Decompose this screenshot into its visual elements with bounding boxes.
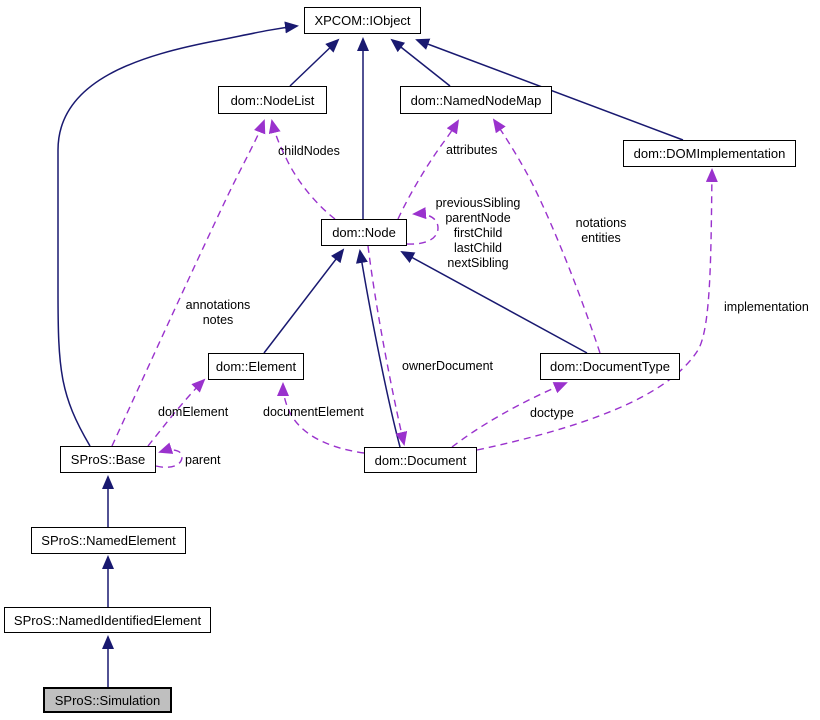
edge-label-ownerdocument: ownerDocument [402, 359, 494, 373]
edge-label-node-self-loop: previousSibling parentNode firstChild la… [435, 196, 521, 270]
edge-label-parent: parent [185, 453, 221, 467]
class-box-dom-documenttype[interactable]: dom::DocumentType [540, 353, 680, 380]
class-box-spros-base[interactable]: SProS::Base [60, 446, 156, 473]
class-box-spros-namedelement[interactable]: SProS::NamedElement [31, 527, 186, 554]
edge-label-notations-entities: notations entities [575, 216, 627, 245]
edge-label-attributes: attributes [446, 143, 498, 157]
edge-domelement [147, 378, 206, 447]
class-box-dom-document[interactable]: dom::Document [364, 447, 477, 473]
edge-notations-entities [492, 118, 601, 354]
edge-implementation [476, 168, 718, 451]
edge-label-documentelement: documentElement [263, 405, 364, 419]
edge-label-childnodes: childNodes [278, 144, 340, 158]
edge-nodelist-to-iobject [289, 38, 340, 87]
edge-doctype [451, 382, 568, 448]
class-box-spros-namedidentifiedelement[interactable]: SProS::NamedIdentifiedElement [4, 607, 211, 633]
class-box-dom-element[interactable]: dom::Element [208, 353, 304, 380]
edge-label-doctype: doctype [530, 406, 574, 420]
class-box-xpcom-iobject[interactable]: XPCOM::IObject [304, 7, 421, 34]
edge-parent-self-loop [155, 442, 183, 468]
class-box-dom-domimplementation[interactable]: dom::DOMImplementation [623, 140, 796, 167]
edge-childnodes [268, 119, 336, 220]
usage-edges [111, 118, 718, 468]
edge-document-to-node [356, 249, 401, 448]
class-box-dom-nodelist[interactable]: dom::NodeList [218, 86, 327, 114]
edge-base-to-iobject [57, 21, 299, 447]
edge-ownerdocument [367, 245, 408, 446]
edge-label-implementation: implementation [724, 300, 809, 314]
class-box-dom-node[interactable]: dom::Node [321, 219, 407, 246]
edge-label-annotations-notes: annotations notes [185, 298, 251, 327]
class-box-spros-simulation: SProS::Simulation [43, 687, 172, 713]
edge-documenttype-to-node [400, 251, 588, 354]
edge-attributes [397, 119, 460, 220]
edge-node-self-loop [406, 207, 439, 245]
edge-documentelement [277, 382, 365, 454]
edge-label-domelement: domElement [158, 405, 229, 419]
edge-element-to-node [263, 248, 345, 354]
edge-namednodemap-to-iobject [390, 38, 451, 87]
class-box-dom-namednodemap[interactable]: dom::NamedNodeMap [400, 86, 552, 114]
